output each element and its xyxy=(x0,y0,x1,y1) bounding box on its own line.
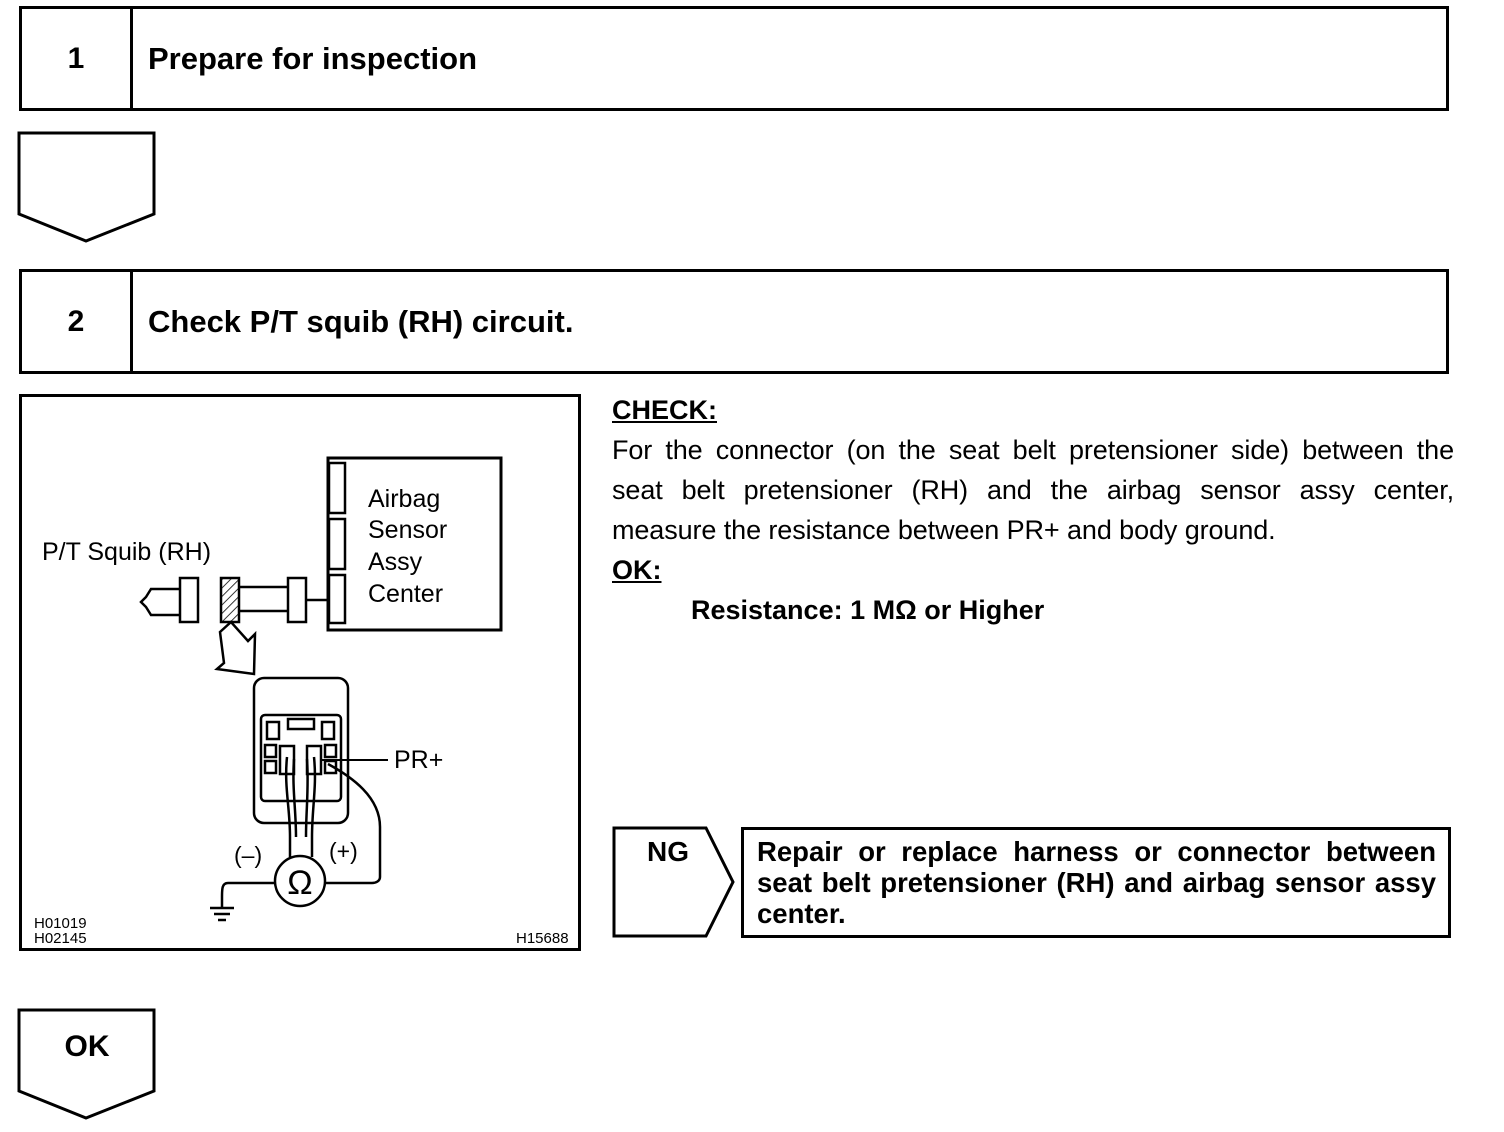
minus-label: (–) xyxy=(234,842,262,868)
plus-label: (+) xyxy=(329,838,358,864)
step-2-header: 2 Check P/T squib (RH) circuit. xyxy=(19,269,1449,374)
ok-arrow-icon xyxy=(17,1008,156,1120)
squib-label: P/T Squib (RH) xyxy=(42,538,211,566)
step-number: 2 xyxy=(22,272,133,371)
terminal-label: PR+ xyxy=(394,746,443,774)
squib-connector-icon xyxy=(139,576,200,624)
connector-closeup-icon xyxy=(252,676,350,857)
ref-code: H01019 xyxy=(34,915,87,932)
ok-heading: OK: xyxy=(612,555,662,585)
step-number: 1 xyxy=(22,9,133,108)
ng-label: NG xyxy=(647,836,689,867)
hollow-arrow-icon xyxy=(214,620,257,676)
check-heading: CHECK: xyxy=(612,395,717,425)
sensor-label-line: Sensor xyxy=(368,516,447,544)
inspection-figure: P/T Squib (RH) Airbag Sensor Assy Center xyxy=(19,394,581,951)
ref-code: H02145 xyxy=(34,930,87,947)
check-section: CHECK: For the connector (on the seat be… xyxy=(612,390,1454,630)
ohm-symbol: Ω xyxy=(287,864,312,902)
ohmmeter-icon xyxy=(210,762,382,922)
sensor-label-line: Assy xyxy=(368,548,423,576)
check-text: For the connector (on the seat belt pret… xyxy=(612,435,1454,545)
wiring-diagram: P/T Squib (RH) Airbag Sensor Assy Center xyxy=(34,456,569,947)
ng-action: Repair or replace harness or connector b… xyxy=(741,827,1451,938)
step-title: Check P/T squib (RH) circuit. xyxy=(148,303,574,339)
ok-label: OK xyxy=(64,1030,110,1063)
harness-connector-icon xyxy=(219,576,241,624)
step-title: Prepare for inspection xyxy=(148,40,478,76)
sensor-label-line: Airbag xyxy=(368,485,440,513)
resistance-spec: Resistance: 1 MΩ or Higher xyxy=(691,595,1045,625)
flow-arrow-icon xyxy=(17,131,156,243)
sensor-label-line: Center xyxy=(368,580,443,608)
step-1-header: 1 Prepare for inspection xyxy=(19,6,1449,111)
ref-code: H15688 xyxy=(516,930,569,947)
ng-arrow-icon xyxy=(612,826,735,938)
